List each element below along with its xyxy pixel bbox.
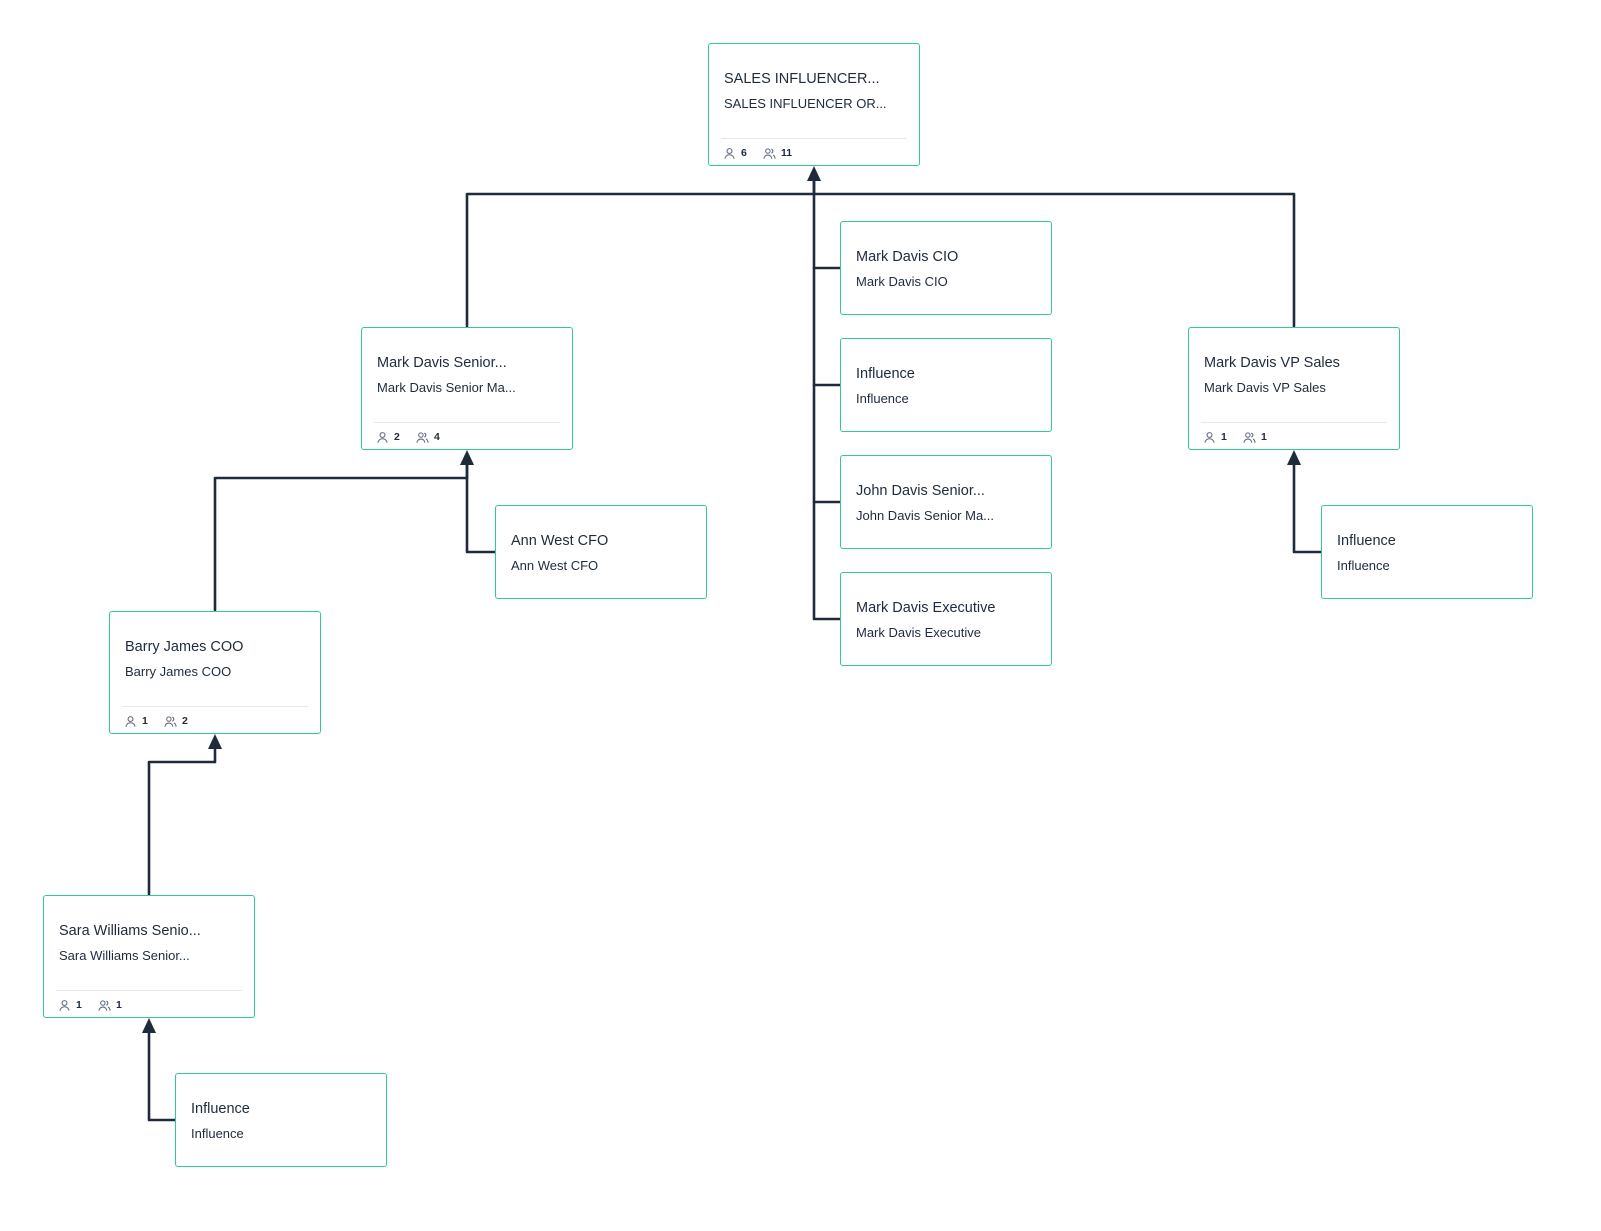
org-card-root[interactable]: SALES INFLUENCER... SALES INFLUENCER OR..… [708,43,920,166]
card-title: Influence [1337,533,1396,549]
direct-reports-stat: 1 [124,713,148,729]
card-title: Mark Davis Executive [856,600,996,616]
total-reports-stat: 11 [763,145,792,161]
card-title: Mark Davis Senior... [377,355,507,371]
org-card-john-senior[interactable]: John Davis Senior... John Davis Senior Ma… [840,455,1052,549]
card-title: Influence [856,366,915,382]
arrowhead-mark-senior [460,450,474,465]
card-title: Mark Davis CIO [856,249,959,265]
people-icon [164,715,177,728]
connector-mark-cio-to-root [812,170,842,270]
people-icon [416,431,429,444]
card-subtitle: Mark Davis VP Sales [1204,380,1326,395]
total-reports-stat: 2 [164,713,188,729]
card-title: Ann West CFO [511,533,609,549]
org-card-mark-cio[interactable]: Mark Davis CIO Mark Davis CIO [840,221,1052,315]
direct-reports-stat: 1 [58,997,82,1013]
person-icon [58,999,71,1012]
card-stats-footer: 6 11 [721,138,907,169]
card-subtitle: Influence [191,1126,244,1141]
person-icon [376,431,389,444]
card-subtitle: Mark Davis Executive [856,625,981,640]
connector-sara-senior-to-barry-coo [147,738,217,896]
card-subtitle: Ann West CFO [511,558,599,573]
direct-reports-count: 2 [394,431,400,443]
total-reports-count: 1 [1261,431,1267,443]
total-reports-count: 11 [781,147,793,159]
card-title: Barry James COO [125,639,244,655]
total-reports-count: 1 [116,999,122,1011]
direct-reports-count: 6 [741,147,747,159]
card-title: Mark Davis VP Sales [1204,355,1340,371]
direct-reports-count: 1 [1221,431,1227,443]
person-icon [1203,431,1216,444]
org-card-sara-senior[interactable]: Sara Williams Senio... Sara Williams Seni… [43,895,255,1018]
card-subtitle: SALES INFLUENCER OR... [724,96,887,111]
arrowhead-sara-senior [142,1018,156,1033]
card-title: Influence [191,1101,250,1117]
total-reports-count: 4 [434,431,440,443]
total-reports-stat: 4 [416,429,440,445]
org-card-ann-cfo[interactable]: Ann West CFO Ann West CFO [495,505,707,599]
direct-reports-stat: 2 [376,429,400,445]
people-icon [763,147,776,160]
people-icon [98,999,111,1012]
total-reports-stat: 1 [98,997,122,1013]
card-subtitle: Influence [1337,558,1390,573]
connector-mark-vp-to-root [812,192,1296,328]
card-title: Sara Williams Senio... [59,923,201,939]
direct-reports-stat: 1 [1203,429,1227,445]
org-card-mark-senior[interactable]: Mark Davis Senior... Mark Davis Senior Ma… [361,327,573,450]
arrowhead-mark-vp [1287,450,1301,465]
connector-mark-senior-to-root [465,170,816,328]
card-subtitle: Barry James COO [125,664,232,679]
people-icon [1243,431,1256,444]
connector-ann-cfo-to-mark-senior [465,454,497,554]
card-subtitle: John Davis Senior Ma... [856,508,995,523]
direct-reports-count: 1 [142,715,148,727]
direct-reports-count: 1 [76,999,82,1011]
card-title: John Davis Senior... [856,483,985,499]
person-icon [723,147,736,160]
connector-mark-exec-to-root [812,266,842,621]
person-icon [124,715,137,728]
connector-influence-vp-to-mark-vp [1292,454,1323,554]
card-subtitle: Sara Williams Senior... [59,948,190,963]
card-subtitle: Mark Davis Senior Ma... [377,380,516,395]
card-title: SALES INFLUENCER... [724,71,880,87]
card-subtitle: Mark Davis CIO [856,274,948,289]
arrowhead-barry-coo [208,734,222,749]
total-reports-count: 2 [182,715,188,727]
connector-influence-sara-to-sara-senior [147,1022,177,1122]
connector-barry-coo-to-mark-senior [213,454,469,612]
arrowhead-root [807,166,821,181]
total-reports-stat: 1 [1243,429,1267,445]
direct-reports-stat: 6 [723,145,747,161]
card-subtitle: Influence [856,391,909,406]
